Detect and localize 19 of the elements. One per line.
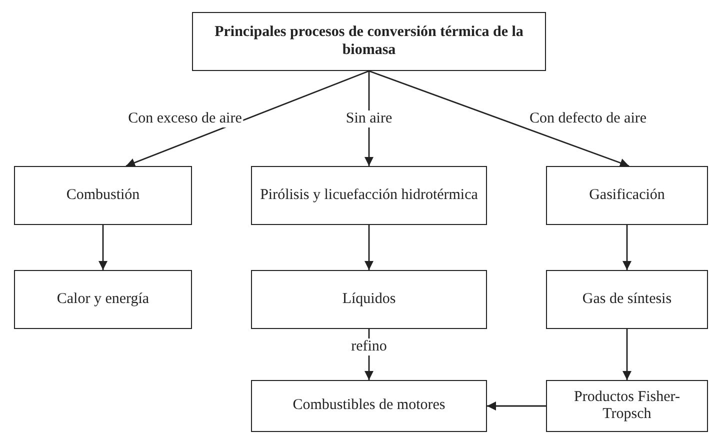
arrow xyxy=(364,225,374,270)
title-box: Principales procesos de conversión térmica de la biomasa xyxy=(192,12,546,71)
process-box: Gasificación xyxy=(546,166,708,225)
process-box: Combustión xyxy=(14,166,192,225)
process-box: Pirólisis y licuefacción hidrotérmica xyxy=(251,166,487,225)
process-box: Líquidos xyxy=(251,270,487,329)
edge-label: Con exceso de aire xyxy=(127,110,243,128)
process-box: Combustibles de motores xyxy=(251,380,487,432)
arrow xyxy=(126,70,370,167)
process-box: Gas de síntesis xyxy=(546,270,708,329)
edge-label: Sin aire xyxy=(344,110,394,128)
arrow xyxy=(368,70,630,168)
process-box: Calor y energía xyxy=(14,270,192,329)
arrow xyxy=(622,329,632,380)
arrow xyxy=(487,402,546,410)
arrow xyxy=(98,225,108,270)
process-box: Productos Fisher-Tropsch xyxy=(546,380,708,432)
arrow xyxy=(622,225,632,270)
edge-label: refino xyxy=(350,338,388,356)
